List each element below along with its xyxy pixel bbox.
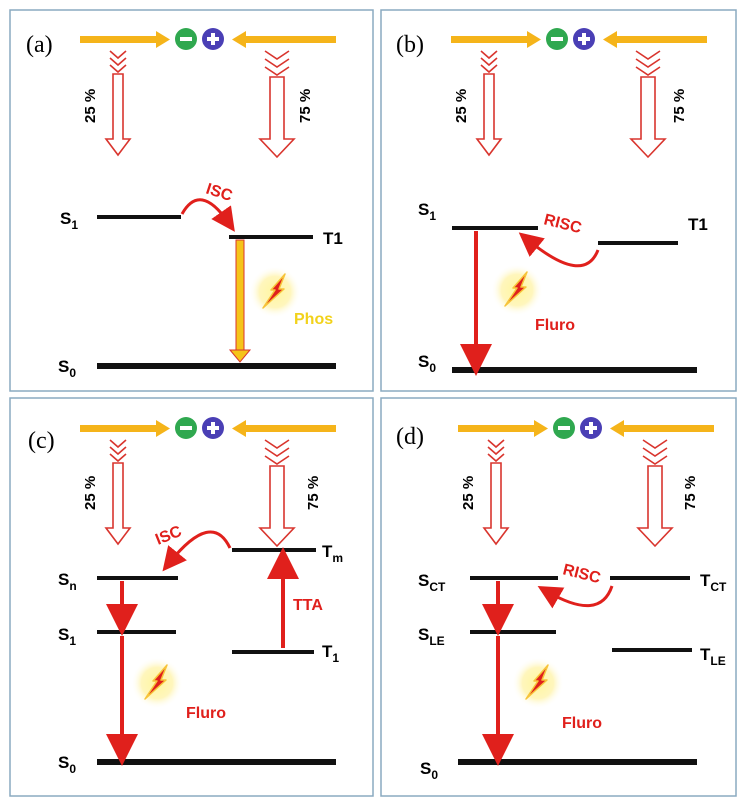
panel-c-s1-label: S1 [58,625,76,648]
panel-b-s0-label: S0 [418,352,436,375]
panel-c-isc-arrow [162,530,232,572]
panel-b-risc-arrow [518,232,600,268]
panel-a-phos-arrow [235,239,245,353]
panel-d: (d) 25 % 75 % SCT SLE TCT TLE S0 RISC Fl… [380,397,737,797]
panel-a-singlet-pct: 25 % [82,89,99,123]
panel-b-t1-label: T1 [688,215,708,234]
panel-a: (a) 25 % 75 % S1 T1 S0 ISC Phos [9,9,374,392]
panel-d-singlet-pct: 25 % [460,476,477,510]
panel-c-tta-label: TTA [293,597,323,614]
panel-c-t1-label: T1 [322,642,339,665]
panel-c-s0-label: S0 [58,753,76,776]
panel-d-risc-arrow [537,585,614,609]
panel-c-injection-header [79,416,337,547]
panel-c-triplet-pct: 75 % [305,476,322,510]
panel-a-label: (a) [26,32,53,58]
panel-d-injection-header [457,416,715,547]
panel-b-label: (b) [396,32,424,58]
panel-a-s1-label: S1 [60,209,78,232]
panel-c-border [9,397,374,797]
panel-b-injection-header [450,27,708,158]
panel-d-risc-label: RISC [561,561,603,587]
panel-a-triplet-pct: 75 % [297,89,314,123]
panel-d-border [380,397,737,797]
panel-d-label: (d) [396,424,424,450]
panel-d-sct-label: SCT [418,571,446,594]
panel-c-emission-label: Fluro [186,705,226,722]
panel-b-singlet-pct: 25 % [453,89,470,123]
panel-c-isc-label: ISC [153,523,185,549]
panel-b: (b) 25 % 75 % S1 T1 S0 RISC Fluro [380,9,737,392]
panel-d-emission-label: Fluro [562,715,602,732]
panel-d-s0-label: S0 [420,759,438,782]
panel-b-emission-label: Fluro [535,317,575,334]
panel-d-emission-icon [511,656,565,710]
panel-b-risc-label: RISC [542,211,584,237]
panel-b-s1-label: S1 [418,200,436,223]
panel-c: (c) 25 % 75 % Sn S1 Tm T1 S0 ISC TTA Flu… [9,397,374,797]
panel-b-emission-icon [490,263,544,317]
panel-a-isc-arrow [180,198,235,232]
panel-b-border [380,9,737,392]
panel-c-emission-icon [130,656,184,710]
panel-c-tm-label: Tm [322,542,343,565]
panel-d-sle-label: SLE [418,625,445,648]
panel-a-border [9,9,374,392]
panel-c-singlet-pct: 25 % [82,476,99,510]
panel-a-emission-label: Phos [294,311,333,328]
panel-d-tct-label: TCT [700,571,727,594]
panel-c-label: (c) [28,428,55,454]
panel-a-s0-label: S0 [58,357,76,380]
panel-d-tle-label: TLE [700,645,726,668]
panel-c-sn-label: Sn [58,570,77,593]
panel-d-triplet-pct: 75 % [682,476,699,510]
panel-b-triplet-pct: 75 % [671,89,688,123]
panel-a-t1-label: T1 [323,229,343,248]
